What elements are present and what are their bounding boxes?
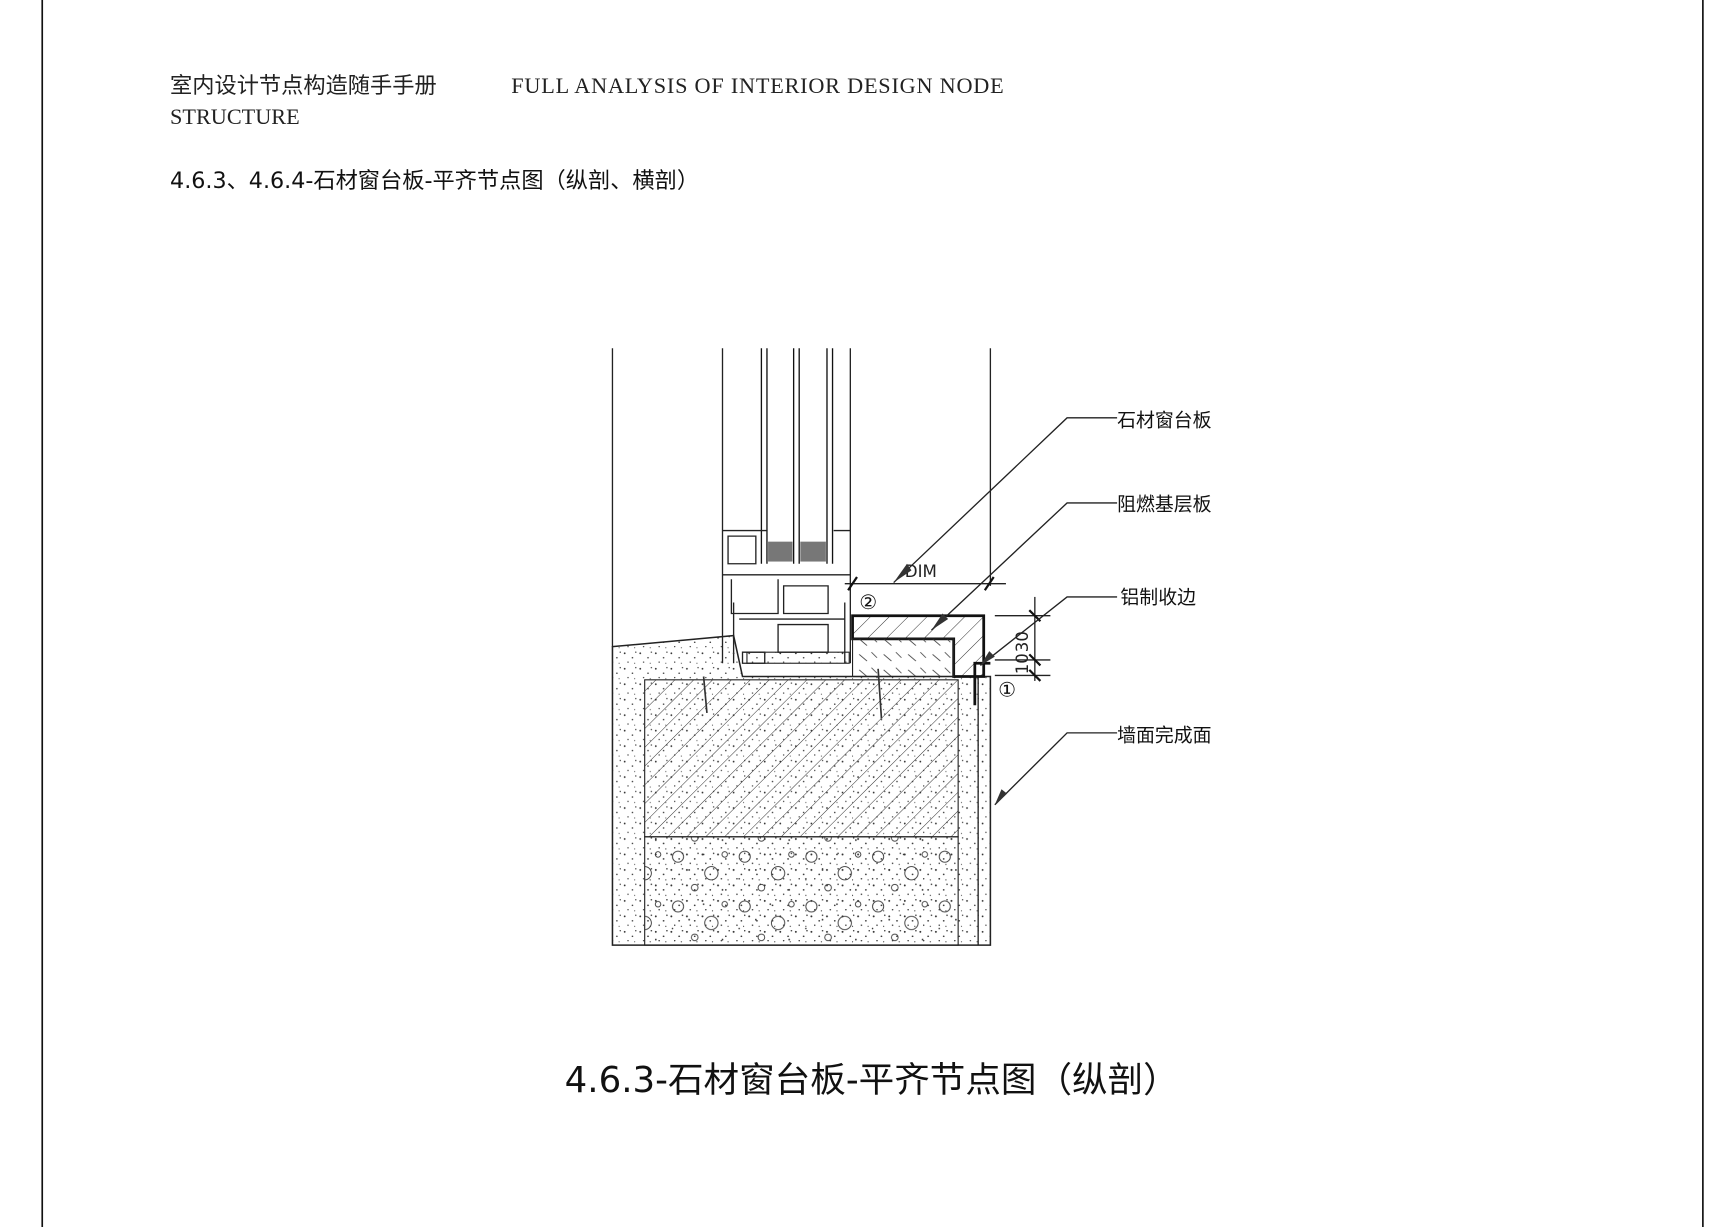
- label-fire-board: 阻燃基层板: [1117, 494, 1212, 516]
- aluminum-edge: [973, 661, 991, 706]
- book-title-cn: 室内设计节点构造随手手册: [170, 73, 437, 99]
- book-title-en-line2: STRUCTURE: [170, 104, 300, 129]
- fire-board: [851, 638, 955, 678]
- section-detail-drawing: DIM 30 10 ② ① 石材窗台板 阻燃基层板 铝制收边 墙面完成面: [611, 348, 1212, 946]
- marker-2: ②: [859, 590, 877, 614]
- section-title: 4.6.3、4.6.4-石材窗台板-平齐节点图（纵剖、横剖）: [170, 168, 699, 194]
- dim-gap: 10: [1013, 653, 1032, 674]
- label-wall-finish: 墙面完成面: [1117, 725, 1211, 747]
- label-stone-sill: 石材窗台板: [1117, 410, 1212, 432]
- drawing-caption: 4.6.3-石材窗台板-平齐节点图（纵剖）: [565, 1060, 1179, 1101]
- dim-label: DIM: [905, 562, 937, 581]
- window-frame: [721, 348, 851, 664]
- label-aluminum-edge: 铝制收边: [1120, 587, 1196, 609]
- structural-hatch: [644, 679, 959, 838]
- book-title-en-line1: FULL ANALYSIS OF INTERIOR DESIGN NODE: [511, 73, 1003, 98]
- dim-thickness: 30: [1013, 631, 1032, 652]
- marker-1: ①: [998, 677, 1016, 701]
